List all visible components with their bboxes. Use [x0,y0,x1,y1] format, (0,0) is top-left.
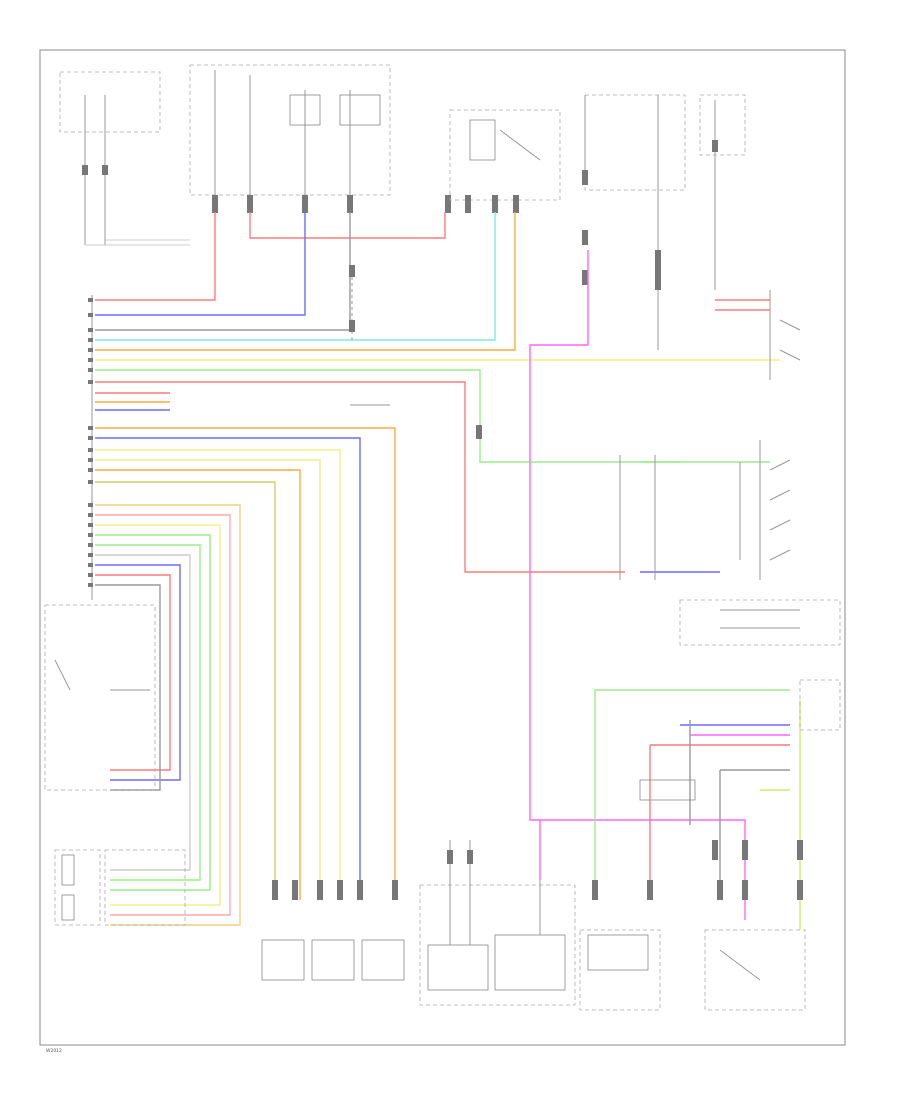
left-connector [88,295,93,600]
top-left-fuse-block [59,71,190,246]
diagram-footer-code: W2012 [46,1048,62,1054]
top-right-fuses [582,94,746,350]
left-modules [44,604,186,926]
bottom-modules [261,679,841,1011]
top-center-module [449,109,561,213]
right-switches [619,290,841,646]
diagram-frame [39,49,846,1046]
center-relay [349,265,482,439]
wire-harness [95,212,801,930]
relay-box [189,64,451,213]
